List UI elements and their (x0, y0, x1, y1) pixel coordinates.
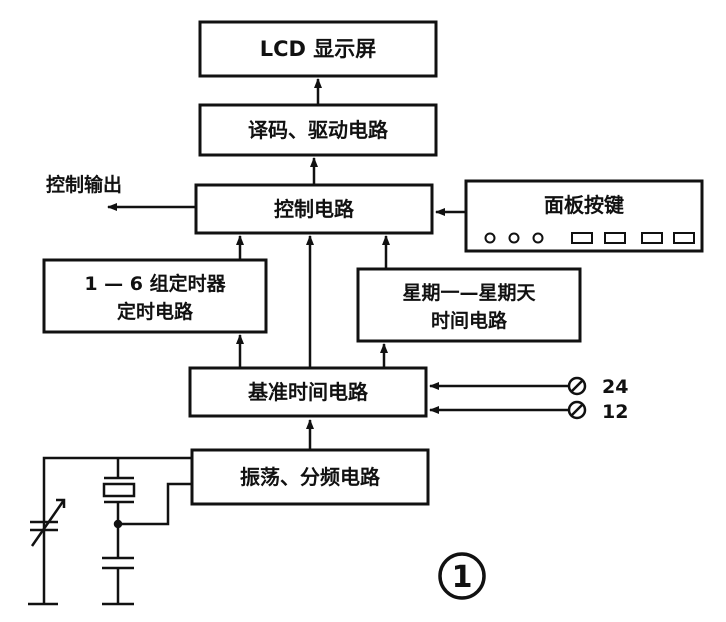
figure-number-label: 1 (452, 560, 473, 595)
week-time-label-line2: 时间电路 (431, 309, 508, 332)
terminal-24: 24 (567, 376, 628, 398)
lcd-display-label: LCD 显示屏 (260, 37, 377, 61)
oscillator-feedback-wire (118, 482, 192, 526)
panel-knob-icon (484, 232, 496, 244)
control-output-label: 控制输出 (46, 173, 122, 196)
crystal-oscillator-circuit (28, 456, 192, 606)
control-circuit-label: 控制电路 (274, 197, 355, 221)
timer-circuit-label-line2: 定时电路 (117, 300, 194, 323)
oscillator-wire-top (42, 456, 192, 604)
mode-12-label: 12 (602, 401, 628, 423)
variable-capacitor-icon (30, 498, 66, 547)
panel-knob-icon (508, 232, 520, 244)
panel-key-icon (673, 232, 695, 244)
timer-circuit-label-line1: 1 — 6 组定时器 (84, 272, 226, 295)
decoder-driver-block: 译码、驱动电路 (198, 103, 438, 157)
week-time-label-line1: 星期一—星期天 (402, 282, 536, 304)
base-time-label: 基准时间电路 (248, 380, 369, 404)
panel-key-icon (571, 232, 593, 244)
control-circuit-block: 控制电路 (194, 183, 434, 235)
panel-key-icon (641, 232, 663, 244)
panel-keys-label: 面板按键 (544, 193, 624, 217)
base-time-circuit-block: 基准时间电路 (188, 366, 428, 418)
mode-24-label: 24 (602, 376, 628, 398)
decoder-driver-label: 译码、驱动电路 (248, 118, 389, 142)
panel-key-icon (604, 232, 626, 244)
panel-knob-icon (532, 232, 544, 244)
oscillator-divider-label: 振荡、分频电路 (240, 465, 381, 489)
figure-number-badge: 1 (438, 552, 486, 600)
crystal-icon (102, 476, 136, 504)
timer-circuit-block: 1 — 6 组定时器 定时电路 (42, 258, 268, 334)
panel-keys-block: 面板按键 (464, 179, 704, 253)
lcd-display-block: LCD 显示屏 (198, 20, 438, 78)
capacitor-icon (102, 556, 134, 570)
terminal-12: 12 (567, 400, 628, 423)
oscillator-divider-block: 振荡、分频电路 (190, 448, 430, 506)
week-time-circuit-block: 星期一—星期天 时间电路 (356, 267, 582, 343)
signal-connections (107, 78, 568, 450)
